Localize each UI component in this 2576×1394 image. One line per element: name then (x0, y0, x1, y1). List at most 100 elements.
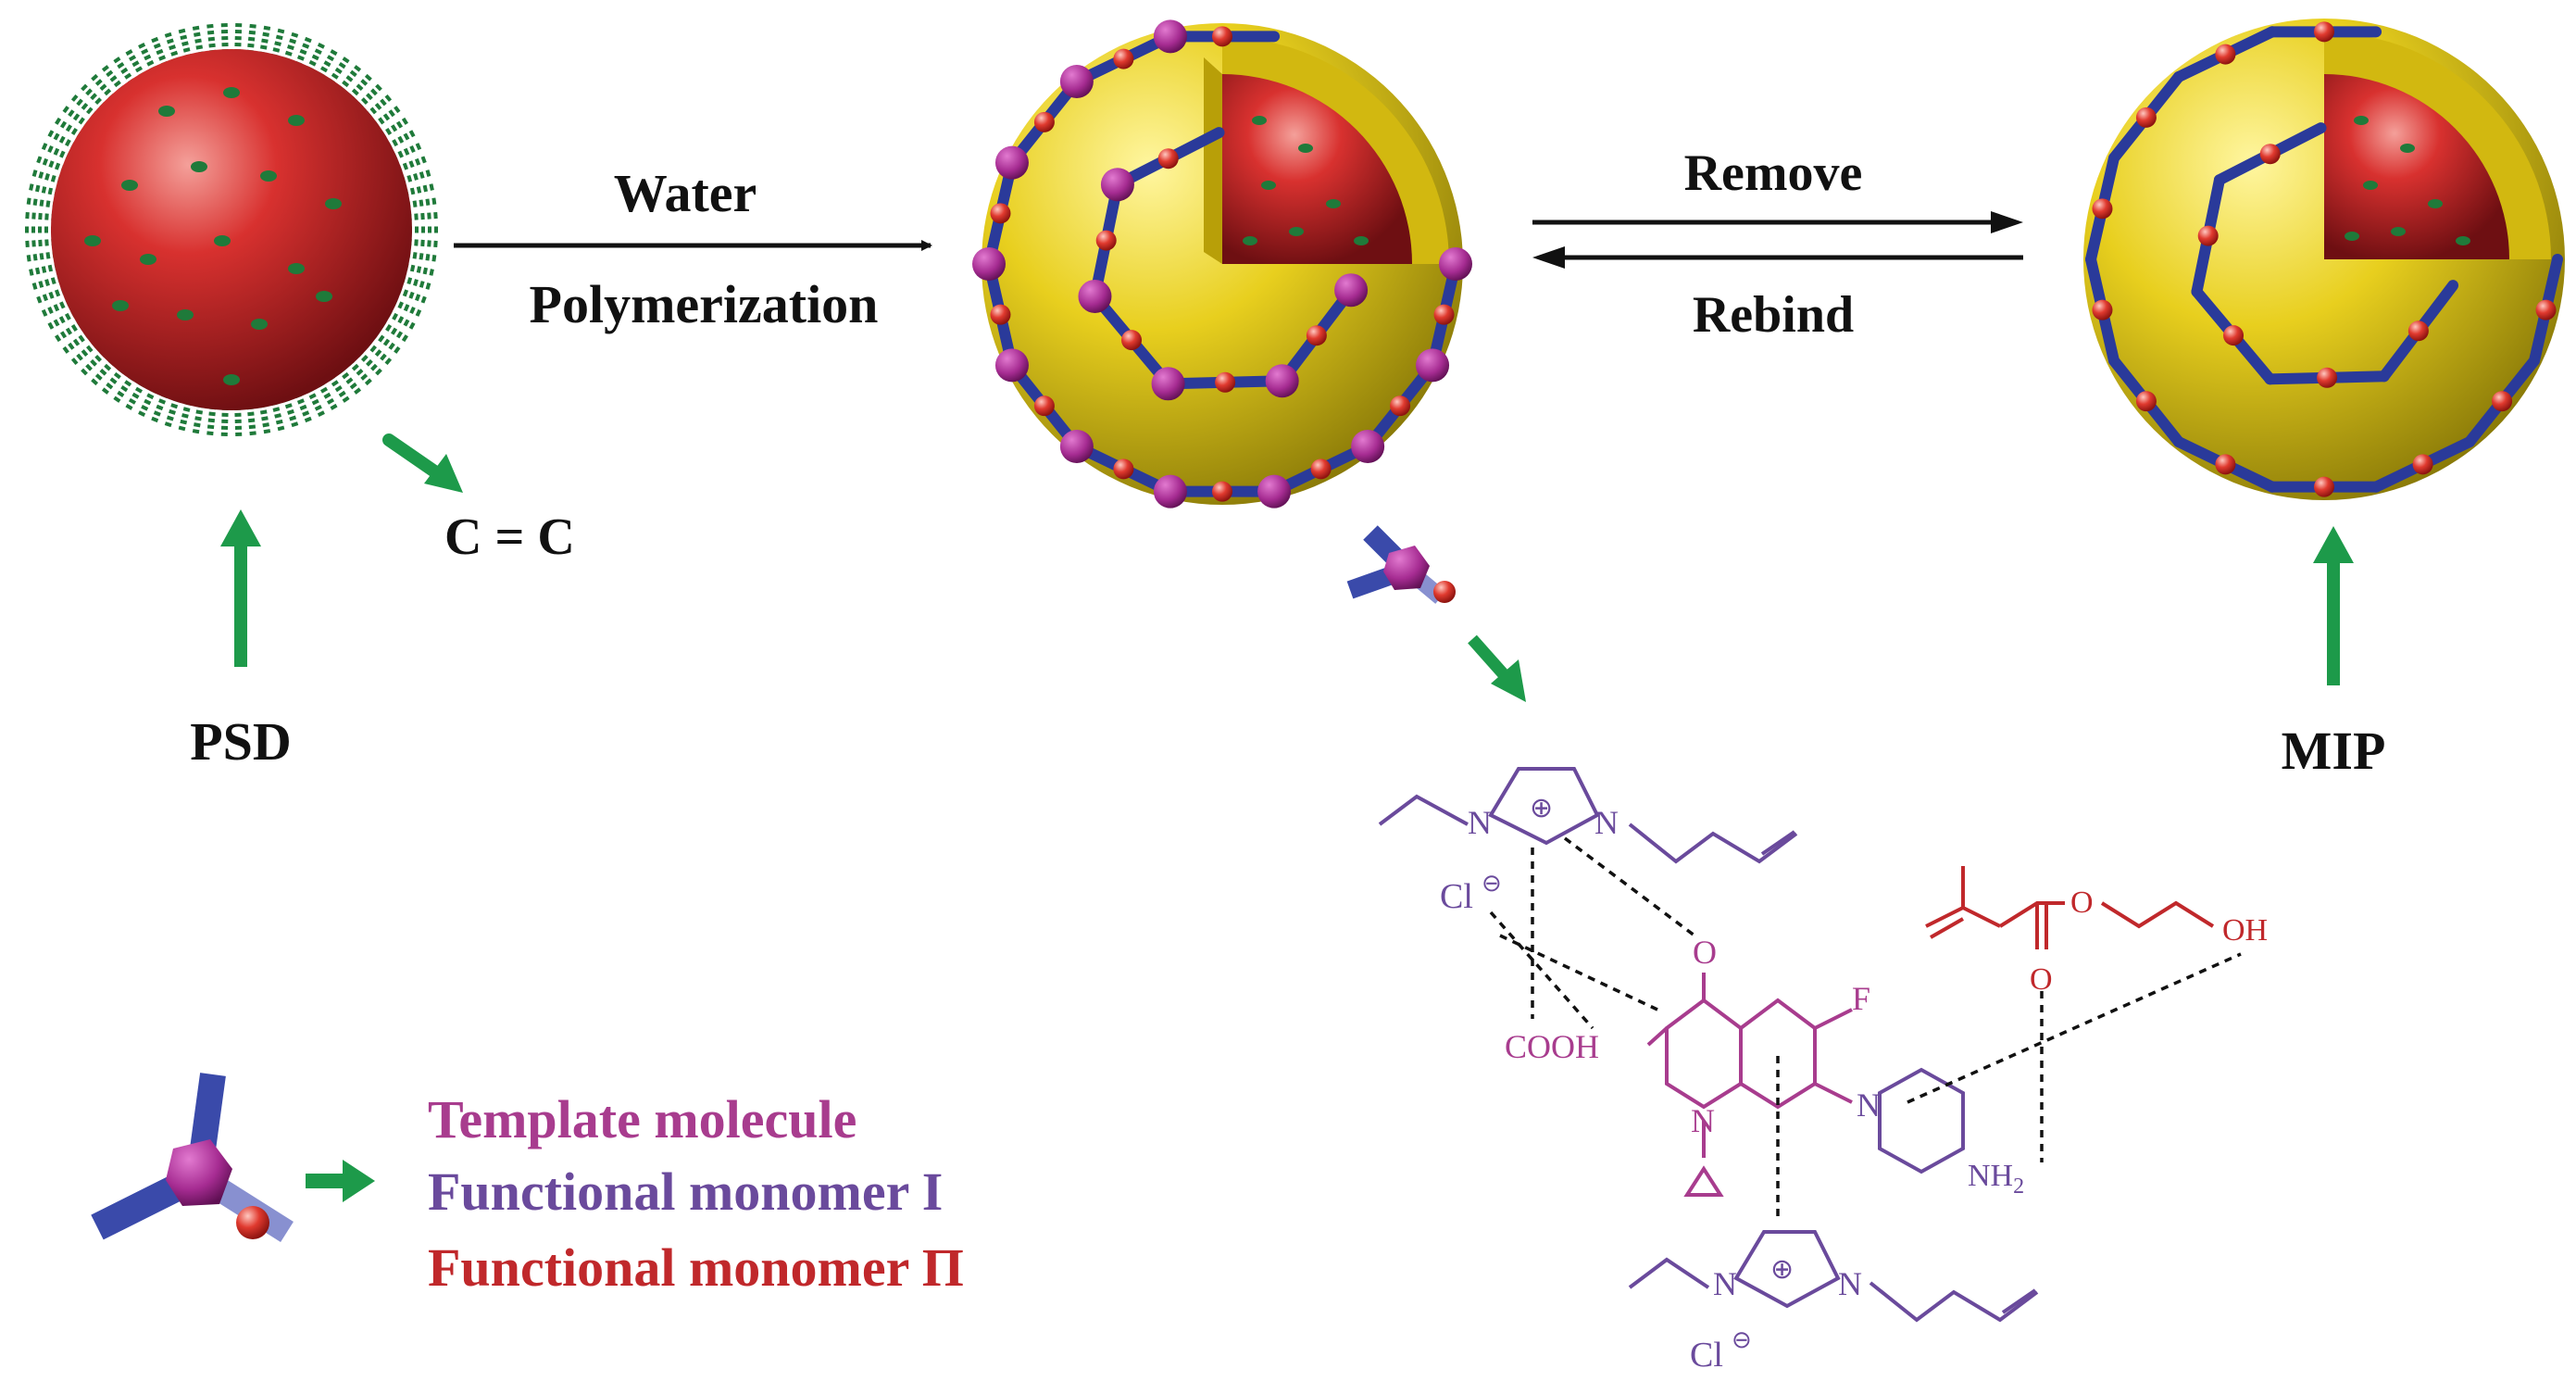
surface-chain (234, 23, 243, 54)
minus-bottom: ⊖ (1732, 1326, 1752, 1353)
monomer-ball (1212, 481, 1232, 502)
core-dot (1298, 144, 1313, 153)
cooh: COOH (1505, 1028, 1599, 1065)
monomer-ball (2492, 391, 2513, 412)
surface-chain (282, 396, 299, 428)
monomer-ball (1033, 111, 1055, 132)
surface-chain (404, 183, 434, 196)
surface-chain (70, 94, 98, 119)
monomer-ball (990, 304, 1011, 325)
template-node (1416, 348, 1450, 383)
template-node (1100, 168, 1134, 202)
label-remove: Remove (1684, 144, 1863, 202)
surface-chain (178, 28, 193, 59)
surface-chain (306, 43, 325, 72)
monomer-ball (2314, 21, 2334, 43)
surface-dot (288, 115, 305, 126)
surface-chain (270, 28, 285, 59)
surface-chain (41, 298, 71, 317)
surface-chain (294, 36, 312, 68)
surface-dot (112, 300, 129, 311)
surface-chain (337, 367, 362, 395)
arrow-mip-up (2313, 526, 2354, 685)
surface-chain (25, 238, 56, 248)
surface-chain (327, 57, 350, 85)
surface-chain (31, 170, 63, 184)
surface-chain (400, 275, 431, 290)
core-dot (2391, 227, 2406, 236)
monomer-ball (2407, 320, 2429, 342)
quinolone (1646, 973, 1853, 1197)
surface-chain (125, 49, 146, 79)
core-dot (1252, 116, 1267, 125)
monomer-ball (1157, 148, 1179, 170)
surface-chain (125, 381, 146, 410)
surface-chain (36, 287, 67, 304)
core-dot (1289, 227, 1304, 236)
surface-chain (372, 106, 401, 129)
surface-chain (365, 341, 393, 366)
surface-chain (62, 331, 91, 354)
surface-chain (47, 130, 78, 150)
tripod-small (1346, 525, 1456, 604)
template-node (1257, 474, 1292, 509)
surface-chain (36, 156, 67, 172)
monomer-ball (2317, 367, 2338, 388)
surface-dot (260, 170, 277, 182)
cl-bottom: Cl (1690, 1336, 1723, 1375)
surface-chain (151, 36, 169, 68)
shell-framework (972, 19, 1472, 509)
core-dots (1243, 116, 1369, 245)
surface-dot (191, 161, 207, 172)
surface-chain (385, 130, 416, 150)
label-mip: MIP (2282, 721, 2386, 781)
cl-top: Cl (1440, 877, 1473, 916)
imidazolium-top (1378, 767, 1798, 864)
surface-chain (407, 211, 438, 221)
piperazine (1878, 1067, 1965, 1174)
surface-chain (356, 83, 382, 109)
surface-chain (407, 238, 438, 248)
surface-dot (158, 106, 175, 117)
surface-chain (258, 403, 271, 434)
monomer-ball (2215, 454, 2236, 475)
surface-chain (206, 23, 217, 55)
plus-top: ⊕ (1530, 793, 1553, 823)
surface-chain (385, 309, 416, 330)
surface-chain (151, 392, 169, 423)
arrow-remove (1532, 211, 2023, 233)
monomer-ball (2412, 454, 2433, 475)
arrow-to-structure (1468, 634, 1526, 702)
core-dot (2400, 144, 2415, 153)
core-dot (2363, 181, 2378, 190)
template-node (1078, 279, 1112, 313)
core-dot (1354, 236, 1369, 245)
legend-tripod (91, 1073, 294, 1242)
label-polymerization: Polymerization (530, 274, 879, 334)
monomer-ball (2314, 476, 2334, 497)
surface-chain (406, 197, 437, 208)
monomer-ball (2535, 299, 2557, 320)
surface-chain (396, 156, 427, 172)
surface-chain (113, 57, 136, 85)
surface-chain (70, 341, 98, 366)
monomer-ball (2135, 107, 2157, 128)
surface-chain (220, 23, 229, 54)
chemical-structure: N N ⊕ Cl ⊖ O COOH F N N NH2 (1378, 767, 2268, 1375)
surface-chain (164, 396, 181, 428)
surface-chain (113, 374, 136, 403)
template-node (1059, 430, 1094, 464)
oh: OH (2222, 913, 2268, 948)
surface-dot (223, 87, 240, 98)
arrow-psd-up (220, 509, 261, 667)
monomer-ball (2215, 44, 2236, 65)
core-dot (1326, 199, 1341, 208)
monomer-ball (2223, 325, 2245, 346)
surface-chain (406, 251, 437, 262)
surface-chain (31, 275, 63, 290)
surface-chain (234, 406, 243, 436)
surface-chain (220, 406, 229, 436)
surface-chain (327, 374, 350, 403)
legend-monomer2: Functional monomer Π (428, 1237, 964, 1298)
monomer-ball (1310, 458, 1332, 480)
